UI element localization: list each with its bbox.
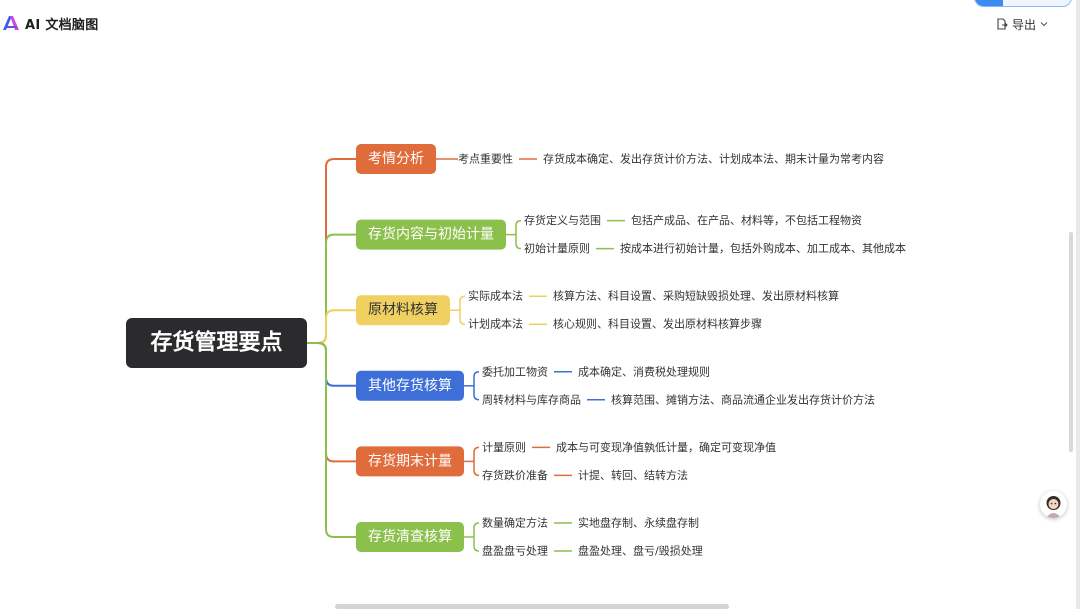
child-node-label: 周转材料与库存商品 bbox=[482, 392, 581, 406]
child-node-label: 盘盈盘亏处理 bbox=[482, 544, 548, 558]
detail-node-label: 盘盈处理、盘亏/毁损处理 bbox=[578, 544, 703, 558]
child-node-label: 计划成本法 bbox=[468, 317, 523, 331]
child-node-label: 存货跌价准备 bbox=[482, 468, 548, 482]
branch-connector bbox=[307, 343, 356, 537]
detail-node-label: 成本与可变现净值孰低计量，确定可变现净值 bbox=[556, 440, 776, 454]
detail-node-label: 计提、转回、结转方法 bbox=[578, 468, 688, 482]
detail-node-label: 核算方法、科目设置、采购短缺毁损处理、发出原材料核算 bbox=[553, 289, 839, 303]
branch-node-label: 其他存货核算 bbox=[368, 377, 452, 394]
root-node-label: 存货管理要点 bbox=[150, 330, 282, 356]
child-bracket bbox=[474, 523, 479, 551]
branch-connector bbox=[307, 310, 356, 343]
child-node-label: 初始计量原则 bbox=[524, 241, 590, 255]
branch-node-label: 存货清查核算 bbox=[368, 528, 452, 545]
assistant-avatar-icon[interactable] bbox=[1040, 491, 1067, 518]
child-node-label: 存货定义与范围 bbox=[524, 213, 601, 227]
child-bracket bbox=[474, 372, 479, 400]
child-node-label: 考点重要性 bbox=[458, 152, 513, 166]
branch-connector bbox=[307, 343, 356, 386]
branch-connector bbox=[307, 159, 356, 343]
child-node-label: 计量原则 bbox=[482, 441, 526, 454]
vertical-scrollbar[interactable] bbox=[1069, 232, 1073, 452]
child-node-label: 数量确定方法 bbox=[482, 516, 548, 530]
branch-connector bbox=[307, 235, 356, 343]
child-bracket bbox=[516, 221, 521, 249]
detail-node-label: 核算范围、摊销方法、商品流通企业发出存货计价方法 bbox=[611, 392, 875, 406]
child-node-label: 实际成本法 bbox=[468, 289, 523, 303]
detail-node-label: 包括产成品、在产品、材料等，不包括工程物资 bbox=[631, 213, 862, 227]
detail-node-label: 存货成本确定、发出存货计价方法、计划成本法、期末计量为常考内容 bbox=[543, 152, 884, 166]
branch-node-label: 考情分析 bbox=[368, 151, 424, 167]
child-bracket bbox=[474, 447, 479, 475]
right-edge bbox=[1076, 0, 1080, 609]
detail-node-label: 成本确定、消费税处理规则 bbox=[578, 364, 710, 378]
horizontal-scrollbar[interactable] bbox=[335, 604, 729, 609]
branch-node-label: 存货内容与初始计量 bbox=[368, 226, 494, 243]
branch-node-label: 原材料核算 bbox=[368, 302, 438, 318]
detail-node-label: 按成本进行初始计量，包括外购成本、加工成本、其他成本 bbox=[620, 241, 906, 255]
detail-node-label: 实地盘存制、永续盘存制 bbox=[578, 516, 699, 530]
detail-node-label: 核心规则、科目设置、发出原材料核算步骤 bbox=[553, 317, 762, 331]
branch-node-label: 存货期末计量 bbox=[368, 452, 452, 469]
child-bracket bbox=[460, 296, 465, 324]
child-node-label: 委托加工物资 bbox=[482, 364, 548, 378]
branch-connector bbox=[307, 343, 356, 461]
